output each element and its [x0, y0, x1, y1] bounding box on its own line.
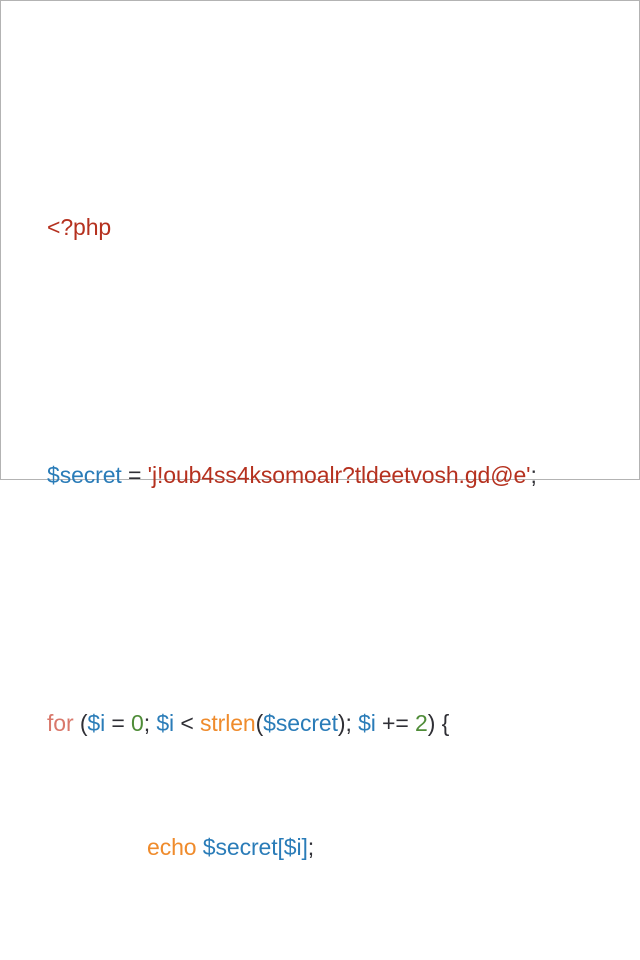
code-line-echo: echo $secret[$i]; — [47, 832, 627, 863]
token-keyword-echo: echo — [147, 834, 197, 860]
token-call-paren-close: ) — [337, 710, 346, 736]
token-brace-open: { — [435, 710, 450, 736]
token-function-strlen: strlen — [199, 710, 256, 736]
token-assign-operator: = — [121, 462, 148, 488]
token-separator-1: ; — [143, 710, 157, 736]
token-number-two: 2 — [415, 710, 428, 736]
token-echo-semicolon: ; — [307, 834, 315, 860]
token-call-paren-open: ( — [255, 710, 264, 736]
token-secret-string: 'j!oub4ss4ksomoalr?tldeetvosh.gd@e' — [147, 462, 531, 488]
token-brace-close: } — [47, 958, 55, 960]
code-line-closing-brace: } — [47, 956, 627, 960]
code-line-secret-assignment: $secret = 'j!oub4ss4ksomoalr?tldeetvosh.… — [47, 460, 627, 491]
token-paren-open: ( — [73, 710, 88, 736]
token-variable-i-cond: $i — [156, 710, 175, 736]
token-paren-close: ) — [427, 710, 436, 736]
php-code-block: <?php $secret = 'j!oub4ss4ksomoalr?tldee… — [47, 119, 627, 960]
token-less-than-operator: < — [174, 710, 200, 736]
code-blank-line-2 — [47, 584, 627, 615]
token-number-zero: 0 — [131, 710, 144, 736]
token-variable-secret: $secret — [47, 462, 122, 488]
token-variable-secret-index: $secret[$i] — [202, 834, 308, 860]
token-variable-i-step: $i — [358, 710, 376, 736]
token-semicolon: ; — [530, 462, 537, 488]
token-variable-i-init: $i — [87, 710, 106, 736]
token-separator-2: ; — [345, 710, 359, 736]
token-keyword-for: for — [47, 710, 74, 736]
token-plus-equals-operator: += — [375, 710, 416, 736]
code-line-for-loop: for ($i = 0; $i < strlen($secret); $i +=… — [47, 708, 627, 739]
php-open-tag: <?php — [47, 214, 112, 240]
code-line-php-open: <?php — [47, 212, 627, 243]
code-blank-line-1 — [47, 336, 627, 367]
token-init-operator: = — [105, 710, 132, 736]
token-variable-secret-arg: $secret — [263, 710, 338, 736]
